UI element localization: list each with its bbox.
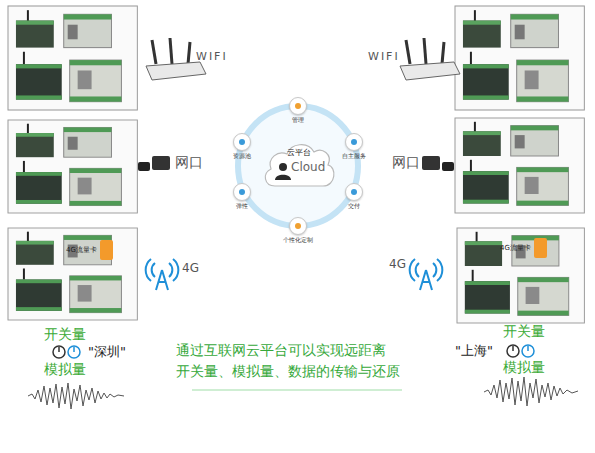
service-icon (345, 183, 363, 201)
sim-card (534, 238, 547, 258)
service-node: 自主服务 (327, 133, 381, 167)
service-label: 个性化定制 (271, 236, 325, 243)
cloud-word: Cloud (291, 160, 325, 174)
service-icon (345, 133, 363, 151)
icon-dot (295, 103, 301, 109)
text-label: 开关量 (44, 326, 86, 343)
sim-label: 4G流量卡 (66, 246, 97, 254)
text-label: 模拟量 (503, 359, 545, 376)
service-icon (289, 217, 307, 235)
cloud-ring (238, 106, 358, 226)
text-label: WIFI (196, 50, 228, 64)
service-node: 资源池 (215, 133, 269, 167)
icon-dot (351, 189, 357, 195)
person-body (275, 175, 291, 180)
sim-label: 4G流量卡 (500, 244, 531, 252)
text-label: 4G (182, 261, 199, 276)
text-label: "深圳" (88, 344, 126, 360)
wifi-routers (146, 38, 460, 80)
service-node: 交付 (327, 183, 381, 217)
text-label: 模拟量 (44, 361, 86, 378)
service-label: 交付 (327, 202, 381, 209)
icon-dot (351, 139, 357, 145)
service-icon (289, 97, 307, 115)
service-node: 弹性 (215, 183, 269, 217)
underline (192, 389, 402, 391)
sim-card-node: 4G流量卡 (66, 240, 113, 260)
caption: 通过互联网云平台可以实现远距离 开关量、模拟量、数据的传输与还原 (176, 340, 428, 382)
text-label: 网口 (392, 154, 420, 171)
service-node: 管理 (271, 97, 325, 131)
text-label: 网口 (175, 154, 203, 171)
device-boxes (8, 6, 584, 323)
sim-card-node: 4G流量卡 (500, 238, 547, 258)
service-label: 自主服务 (327, 152, 381, 159)
service-label: 资源池 (215, 152, 269, 159)
service-node: 个性化定制 (271, 217, 325, 251)
person-head (279, 163, 287, 171)
icon-dot (239, 189, 245, 195)
sim-card (100, 240, 113, 260)
service-label: 弹性 (215, 202, 269, 209)
service-label: 管理 (271, 116, 325, 123)
text-label: 开关量 (503, 323, 545, 340)
waveforms (28, 377, 578, 409)
icon-dot (239, 139, 245, 145)
icon-dot (295, 223, 301, 229)
cloud-node: 云平台 Cloud (261, 138, 337, 192)
service-icon (233, 133, 251, 151)
text-label: "上海" (455, 343, 493, 359)
text-label: WIFI (368, 50, 400, 64)
cloud-title: 云平台 (261, 148, 337, 157)
service-icon (233, 183, 251, 201)
text-label: 4G (389, 257, 406, 272)
